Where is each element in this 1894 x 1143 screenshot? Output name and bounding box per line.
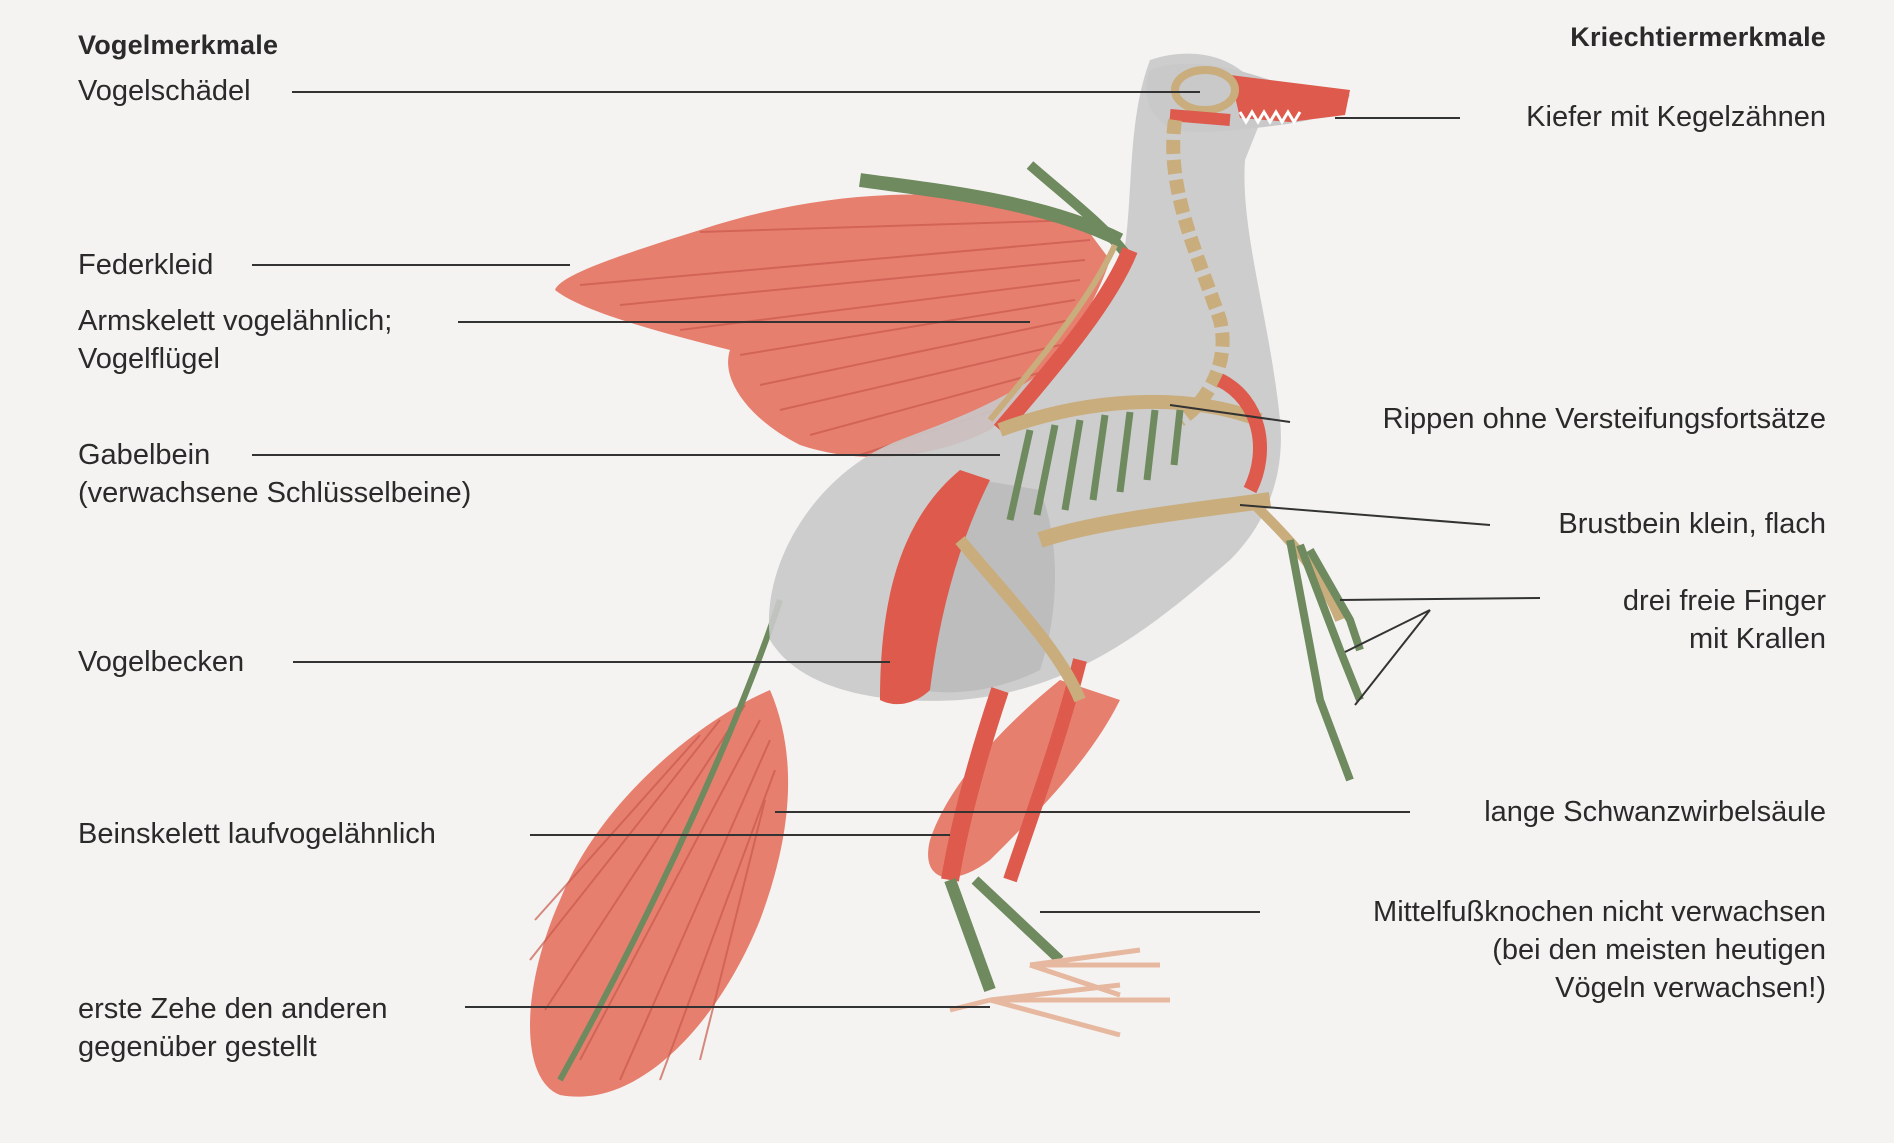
label-metatarsal-line2: (bei den meisten heutigen <box>1373 931 1826 969</box>
heading-bird-features: Vogelmerkmale <box>78 30 278 61</box>
label-metatarsal-line3: Vögeln verwachsen!) <box>1373 969 1826 1007</box>
label-wishbone: Gabelbein (verwachsene Schlüsselbeine) <box>78 436 471 512</box>
label-plumage: Federkleid <box>78 246 213 284</box>
label-toe: erste Zehe den anderen gegenüber gestell… <box>78 990 388 1066</box>
label-arm-skeleton: Armskelett vogelähnlich; Vogelflügel <box>78 302 392 378</box>
label-fingers: drei freie Finger mit Krallen <box>1623 582 1826 658</box>
label-skull: Vogelschädel <box>78 72 251 110</box>
label-wishbone-line1: Gabelbein <box>78 436 471 474</box>
front-claws <box>1250 500 1360 780</box>
heading-reptile-features: Kriechtiermerkmale <box>1570 22 1826 53</box>
label-metatarsal: Mittelfußknochen nicht verwachsen (bei d… <box>1373 893 1826 1007</box>
label-fingers-line1: drei freie Finger <box>1623 582 1826 620</box>
label-wishbone-line2: (verwachsene Schlüsselbeine) <box>78 474 471 512</box>
tail-feathers <box>530 600 788 1097</box>
label-fingers-line2: mit Krallen <box>1623 620 1826 658</box>
label-toe-line1: erste Zehe den anderen <box>78 990 388 1028</box>
label-leg-skeleton: Beinskelett laufvogelähnlich <box>78 815 436 853</box>
label-ribs: Rippen ohne Versteifungsfortsätze <box>1383 400 1826 438</box>
label-tail: lange Schwanzwirbelsäule <box>1484 793 1826 831</box>
label-jaw: Kiefer mit Kegelzähnen <box>1526 98 1826 136</box>
label-arm-line1: Armskelett vogelähnlich; <box>78 302 392 340</box>
label-pelvis: Vogelbecken <box>78 643 244 681</box>
label-toe-line2: gegenüber gestellt <box>78 1028 388 1066</box>
label-sternum: Brustbein klein, flach <box>1558 505 1826 543</box>
label-metatarsal-line1: Mittelfußknochen nicht verwachsen <box>1373 893 1826 931</box>
label-arm-line2: Vogelflügel <box>78 340 392 378</box>
